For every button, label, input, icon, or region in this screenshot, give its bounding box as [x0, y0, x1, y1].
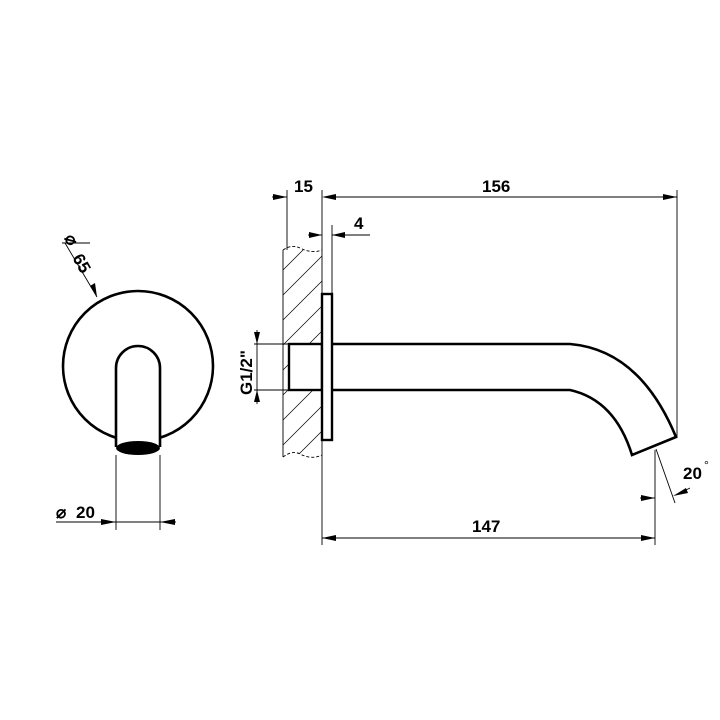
front-view: ⌀ 65 ⌀ 20 [56, 231, 215, 530]
dim-rosette-thickness: 4 [308, 214, 370, 238]
dim-angle-degree: ° [704, 458, 709, 472]
dim-65-label: 65 [69, 251, 95, 277]
dim-20-label: 20 [76, 503, 95, 522]
dim-156-label: 156 [482, 177, 510, 196]
dim-thread-label: G1/2" [237, 350, 256, 395]
spout-outlet-ellipse [116, 441, 160, 455]
dim-15-label: 15 [294, 177, 313, 196]
dim-65-symbol: ⌀ [61, 231, 83, 250]
dim-spout-diameter: ⌀ 20 [56, 455, 176, 530]
dim-20-symbol: ⌀ [56, 503, 67, 522]
dim-projection-total: 156 [336, 177, 678, 437]
thread-fitting [287, 342, 324, 392]
dim-4-label: 4 [354, 214, 364, 233]
dim-rosette-diameter: ⌀ 65 [61, 231, 98, 298]
side-view: 15 156 4 G1/2" [237, 177, 709, 545]
spout-front [114, 344, 162, 447]
dim-angle-label: 20 [683, 464, 702, 483]
dim-projection-outlet: 147 [322, 450, 656, 545]
dim-thread: G1/2" [237, 330, 289, 404]
dim-wall-depth: 15 [272, 177, 336, 200]
dim-outlet-angle: 20 ° [640, 448, 709, 504]
dim-147-label: 147 [472, 517, 500, 536]
rosette-plate [320, 292, 334, 442]
spout-profile [332, 342, 678, 457]
